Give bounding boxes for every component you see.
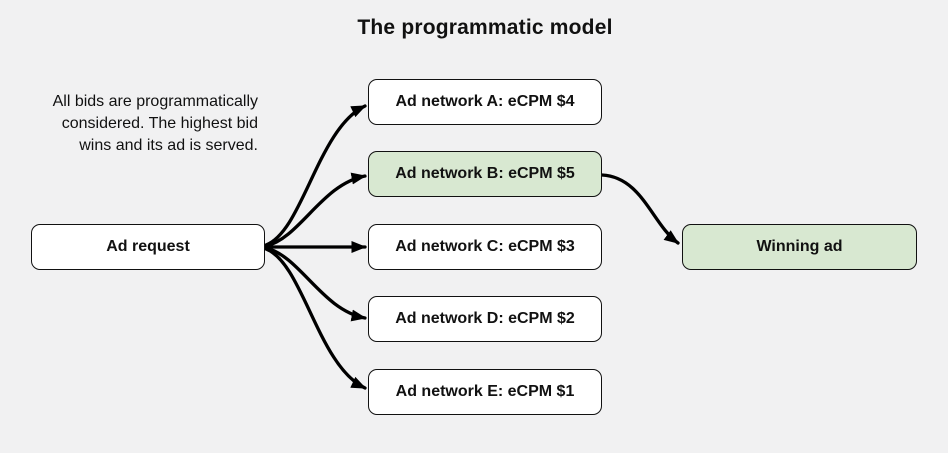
description-note: All bids are programmatically considered… — [53, 91, 258, 157]
arrow-ad-request-to-network-e — [264, 247, 367, 390]
node-ad-network-a: Ad network A: eCPM $4 — [368, 79, 602, 125]
note-line-1: All bids are programmatically — [52, 93, 258, 110]
arrow-ad-request-to-network-d — [264, 246, 367, 322]
node-ad-request: Ad request — [31, 224, 265, 270]
diagram-title: The programmatic model — [357, 16, 613, 39]
note-line-2: considered. The highest bid — [61, 115, 258, 132]
arrow-network-b-to-winning-ad — [600, 173, 680, 245]
node-ad-network-c: Ad network C: eCPM $3 — [368, 224, 602, 270]
note-line-3: wins and its ad is served. — [79, 137, 258, 154]
node-ad-network-d: Ad network D: eCPM $2 — [368, 296, 602, 342]
arrow-ad-request-to-network-a — [264, 104, 367, 247]
arrow-ad-request-to-network-b — [264, 172, 367, 248]
node-winning-ad: Winning ad — [682, 224, 917, 270]
node-ad-network-b: Ad network B: eCPM $5 — [368, 151, 602, 197]
node-ad-network-e: Ad network E: eCPM $1 — [368, 369, 602, 415]
